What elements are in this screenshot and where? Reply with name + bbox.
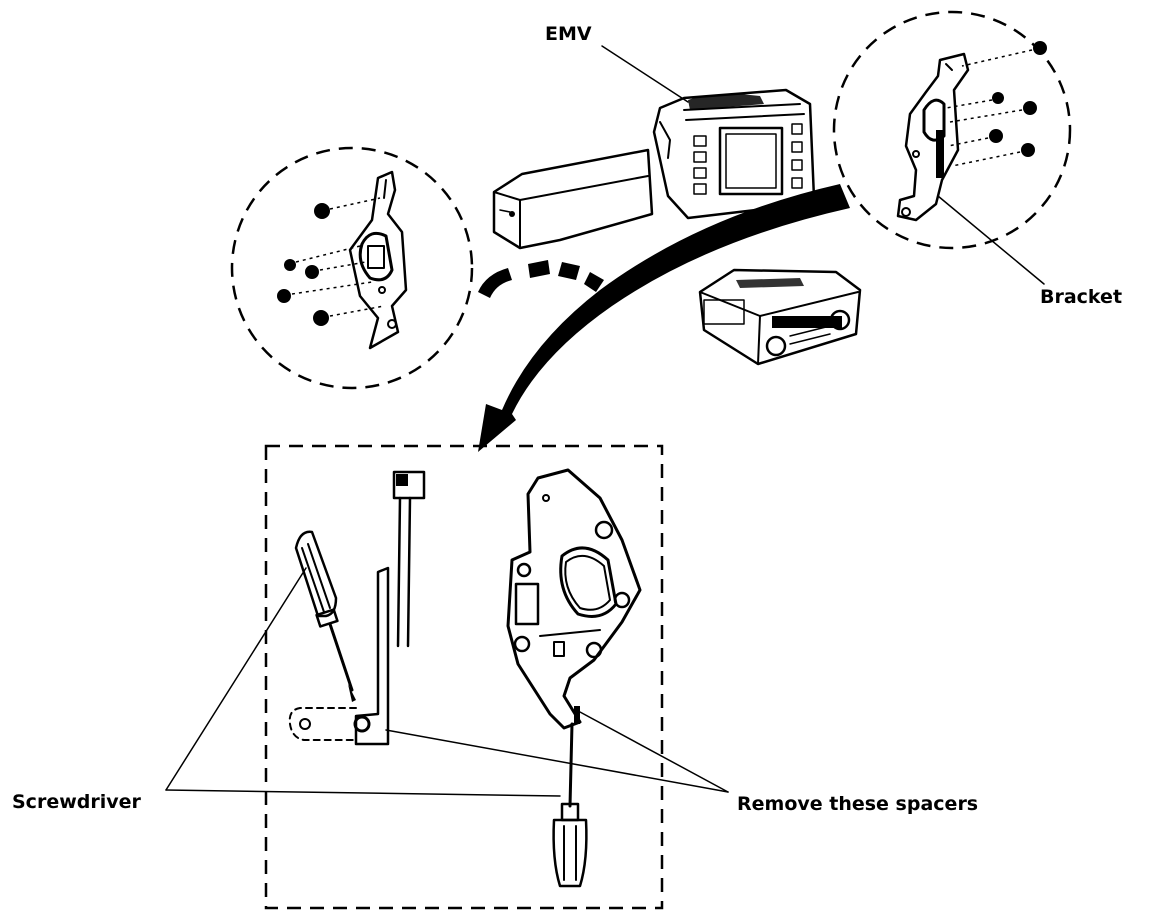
screw-icon: [305, 261, 367, 279]
screwdriver-icon: [552, 722, 588, 888]
screw-icon: [313, 305, 385, 326]
left-bracket-part: [348, 170, 408, 350]
screw-icon: [947, 129, 1003, 147]
screw-icon: [961, 41, 1047, 67]
display-housing-unit: [492, 148, 654, 250]
screwdriver-leader-lines: [165, 567, 561, 797]
lower-detail-box: [264, 444, 664, 910]
curved-arrow-icon: [478, 184, 850, 452]
spacers-label: Remove these spacers: [737, 793, 978, 815]
emv-leader-line: [601, 45, 689, 103]
screwdriver-label: Screwdriver: [12, 791, 142, 813]
screw-icon: [284, 245, 361, 271]
screw-icon: [945, 92, 1004, 109]
screw-icon: [951, 143, 1035, 167]
radio-unit: [698, 268, 862, 366]
left-detail-view: [230, 146, 474, 390]
spacers-leader-lines: [385, 711, 729, 793]
right-bracket-part: [896, 52, 970, 222]
large-bracket-plate: [506, 468, 642, 730]
dashed-arrow-icon: [478, 260, 604, 298]
screw-icon: [314, 197, 381, 219]
right-detail-view: [832, 10, 1072, 250]
emv-label: EMV: [545, 23, 592, 45]
spacer-plate-part: [288, 470, 426, 746]
bracket-label: Bracket: [1040, 286, 1122, 308]
screwdriver-icon: [294, 530, 356, 702]
screw-icon: [277, 281, 373, 303]
left-detail-circle: [230, 146, 474, 390]
right-detail-circle: [832, 10, 1072, 250]
screw-icon: [949, 101, 1037, 123]
bracket-leader-line: [937, 195, 1045, 285]
